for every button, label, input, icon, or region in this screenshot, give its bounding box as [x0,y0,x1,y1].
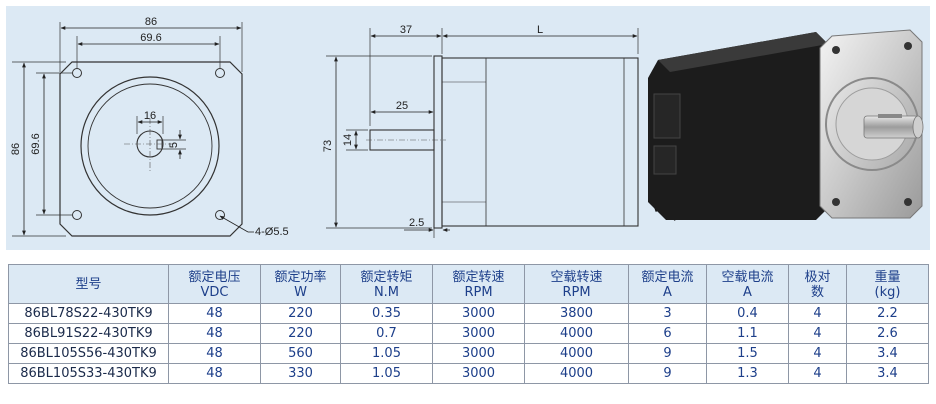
column-header-line1: 重量 [874,269,901,285]
table-cell: 4000 [524,363,629,384]
dim-shaft-diameter: 14 [342,134,354,146]
table-cell: 3000 [432,303,525,324]
table-cell: 48 [168,323,261,344]
table-cell: 560 [260,343,341,364]
dim-flange-thickness: 2.5 [409,217,424,229]
table-cell: 1.1 [706,323,789,344]
dim-width-outer: 86 [145,16,157,28]
table-cell: 3000 [432,323,525,344]
column-header-line1: 额定电流 [641,269,694,285]
column-header-line1: 空载转速 [550,269,603,285]
column-header-line1: 额定转矩 [360,269,413,285]
dim-width-holes: 69.6 [140,32,161,44]
table-cell: 2.2 [846,303,929,324]
technical-drawing: 86 69.6 86 69.6 16 5 [10,16,924,238]
table-cell: 4 [788,343,847,364]
table-cell: 330 [260,363,341,384]
table-cell: 6 [628,323,707,344]
table-cell: 3000 [432,363,525,384]
table-cell: 1.05 [340,363,433,384]
table-cell: 4 [788,303,847,324]
table-cell: 48 [168,303,261,324]
column-header-line2: (kg) [874,284,901,300]
dim-flange-height: 73 [322,140,334,152]
technical-drawing-panel: 86 69.6 86 69.6 16 5 [6,6,930,250]
table-cell: 1.3 [706,363,789,384]
column-header-line1: 型号 [75,277,102,292]
model-cell: 86BL105S33-430TK9 [8,363,169,384]
table-cell: 0.4 [706,303,789,324]
side-view: 37 L 25 73 14 2.5 [322,24,639,238]
dim-key-width: 5 [168,142,180,148]
table-cell: 9 [628,363,707,384]
dim-flange-to-shaft: 37 [400,24,412,36]
table-cell: 0.7 [340,323,433,344]
table-cell: 4 [788,323,847,344]
column-header: 重量(kg) [846,264,929,304]
mounting-hole-note: 4-Ø5.5 [255,226,289,238]
table-cell: 3800 [524,303,629,324]
table-cell: 4000 [524,343,629,364]
motor-photo [648,29,924,221]
table-cell: 3.4 [846,343,929,364]
dim-height-outer: 86 [10,143,22,155]
table-cell: 1.5 [706,343,789,364]
column-header-line2: A [663,284,672,300]
table-cell: 48 [168,363,261,384]
column-header-line1: 额定电压 [188,269,241,285]
column-header-line2: RPM [464,284,493,300]
model-cell: 86BL105S56-430TK9 [8,343,169,364]
column-header-line1: 空载电流 [721,269,774,285]
model-cell: 86BL78S22-430TK9 [8,303,169,324]
table-cell: 4 [788,363,847,384]
table-cell: 9 [628,343,707,364]
table-cell: 3 [628,303,707,324]
table-cell: 48 [168,343,261,364]
table-cell: 1.05 [340,343,433,364]
column-header-line2: 数 [810,284,824,300]
table-cell: 3.4 [846,363,929,384]
dim-height-holes: 69.6 [30,133,42,154]
column-header-line2: W [294,284,307,300]
column-header: 型号 [8,264,169,304]
column-header-line2: N.M [373,284,400,300]
column-header-line1: 极对 [804,269,831,285]
front-view: 86 69.6 86 69.6 16 5 [10,16,289,238]
table-cell: 220 [260,323,341,344]
table-cell: 2.6 [846,323,929,344]
model-cell: 86BL91S22-430TK9 [8,323,169,344]
column-header-line2: A [743,284,752,300]
column-header-line1: 额定功率 [274,269,327,285]
table-cell: 4000 [524,323,629,344]
dim-body-length: L [537,24,543,36]
table-cell: 3000 [432,343,525,364]
dim-shaft-width: 16 [144,110,156,122]
column-header-line1: 额定转速 [452,269,505,285]
table-cell: 0.35 [340,303,433,324]
dim-shaft-length: 25 [396,100,408,112]
column-header: 极对数 [788,264,847,304]
table-cell: 220 [260,303,341,324]
column-header-line2: VDC [200,284,229,300]
column-header-line2: RPM [562,284,591,300]
